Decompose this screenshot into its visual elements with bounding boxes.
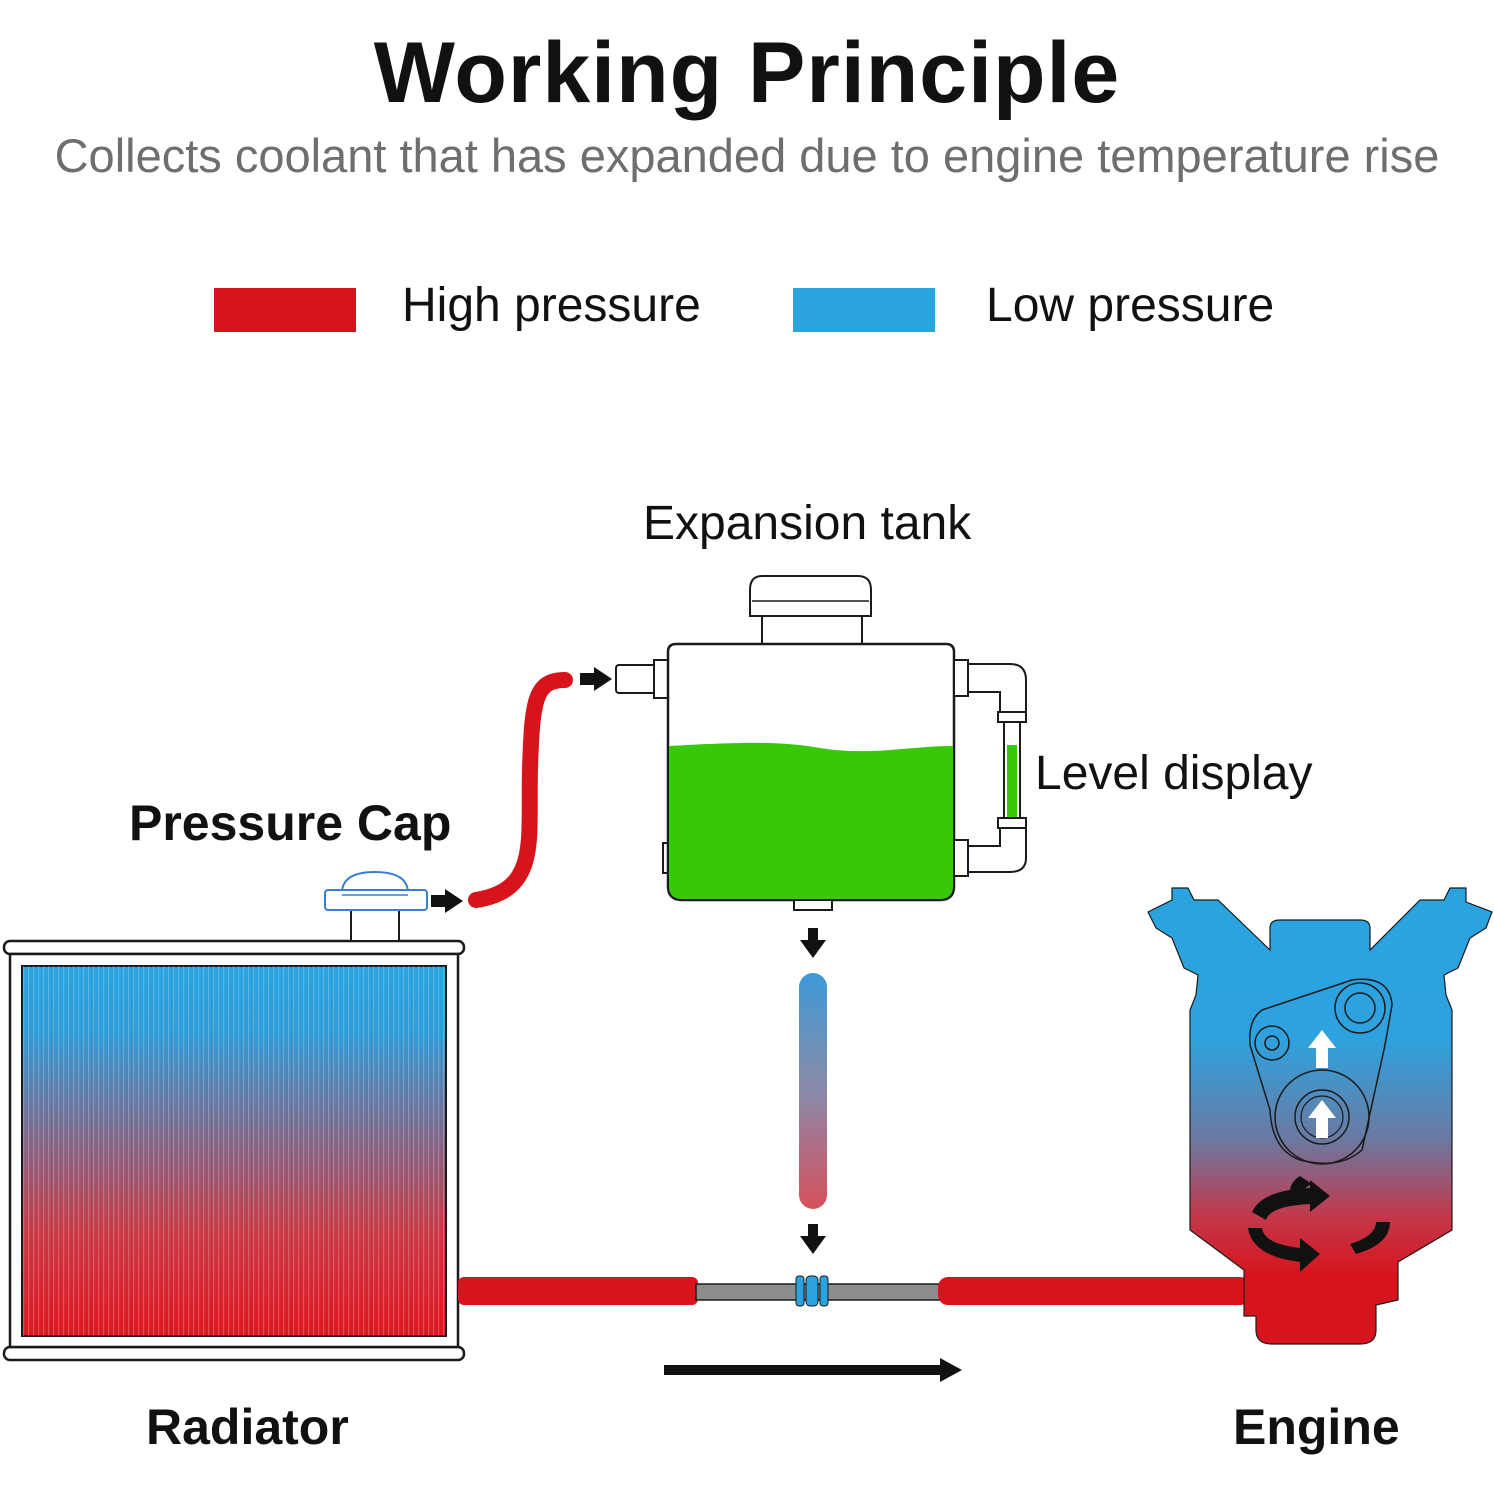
coolant-pipe	[458, 1275, 1250, 1307]
coolant-level	[669, 742, 953, 899]
engine	[1147, 887, 1493, 1345]
pressure-cap	[324, 870, 428, 942]
arrow-right-icon	[580, 667, 612, 691]
engine-label: Engine	[1233, 1399, 1400, 1455]
overflow-hose	[468, 672, 573, 908]
arrow-down-icon	[800, 928, 826, 958]
level-display	[953, 659, 1027, 877]
page-subtitle: Collects coolant that has expanded due t…	[54, 129, 1440, 182]
radiator	[2, 939, 466, 1362]
legend-label-low-pressure: Low pressure	[986, 279, 1275, 332]
arrow-up-icon	[1308, 1030, 1336, 1068]
expansion-tank-label: Expansion tank	[643, 497, 972, 550]
page-title: Working Principle	[373, 25, 1121, 121]
expansion-tank	[615, 575, 956, 911]
level-display-label: Level display	[1035, 747, 1313, 800]
pressure-cap-label: Pressure Cap	[129, 795, 452, 851]
legend-swatch-high-pressure	[214, 288, 356, 332]
arrow-right-icon	[664, 1358, 962, 1382]
legend-swatch-low-pressure	[793, 288, 935, 332]
arrow-up-icon	[1308, 1100, 1336, 1138]
return-tube	[799, 973, 827, 1209]
legend-label-high-pressure: High pressure	[402, 279, 701, 332]
rotation-icon	[1248, 1176, 1390, 1272]
radiator-label: Radiator	[146, 1399, 349, 1455]
arrow-right-icon	[431, 889, 463, 913]
arrow-down-icon	[800, 1224, 826, 1254]
